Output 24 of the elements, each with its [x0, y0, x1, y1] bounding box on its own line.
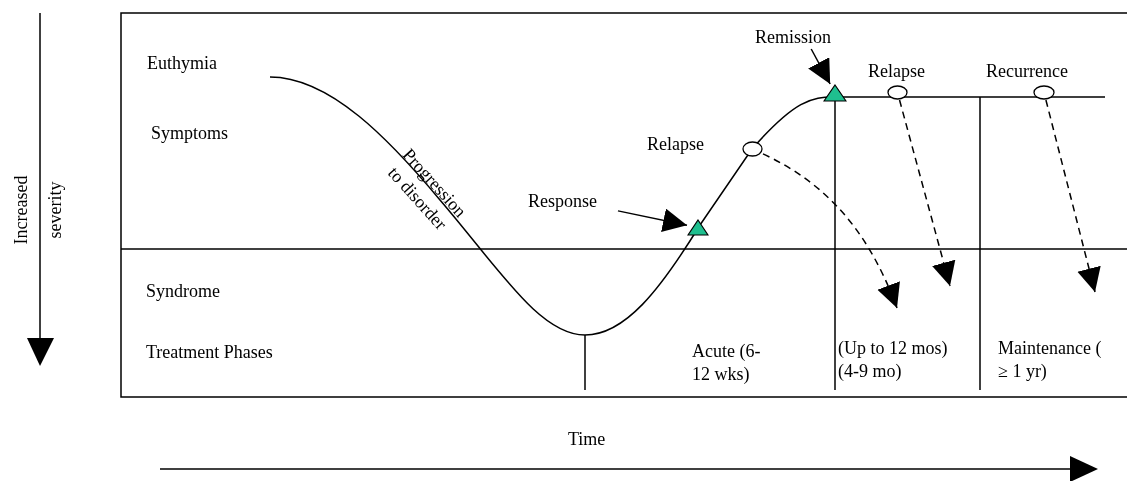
- zone-label: Euthymia: [147, 52, 217, 75]
- marker-label: Relapse: [647, 133, 704, 156]
- row-label: Treatment Phases: [146, 341, 273, 364]
- zone-label: Symptoms: [151, 122, 229, 145]
- triangle-marker: [687, 219, 709, 236]
- marker-label: Response: [528, 190, 597, 213]
- dashed-arrow: [898, 99, 956, 287]
- phase-label: Maintenance ( ≥ 1 yr): [998, 337, 1103, 382]
- phase-label: (Up to 12 mos) (4-9 mo): [838, 337, 949, 382]
- marker-label: Recurrence: [986, 60, 1068, 83]
- phase-label: Acute (6-12 wks): [692, 340, 762, 385]
- marker-label: Remission: [755, 26, 831, 49]
- circle-marker: [887, 85, 908, 100]
- leader-arrow: [808, 48, 831, 85]
- axis-label: Increased severity: [10, 174, 66, 247]
- triangle-marker: [823, 84, 847, 102]
- circle-marker: [1033, 85, 1055, 100]
- axis-label: Time: [568, 428, 606, 451]
- circle-marker: [742, 141, 763, 157]
- dashed-arrow: [1045, 99, 1101, 293]
- zone-label: Syndrome: [146, 280, 220, 303]
- leader-arrow: [617, 208, 688, 233]
- dashed-arrow: [762, 153, 900, 309]
- marker-label: Relapse: [868, 60, 925, 83]
